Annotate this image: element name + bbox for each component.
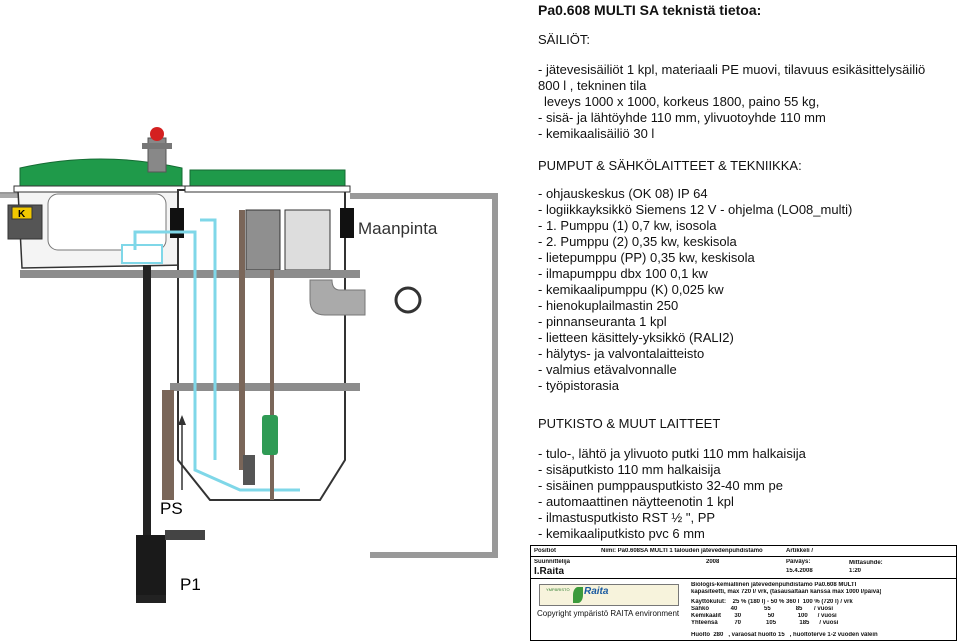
spec-line: - automaattinen näytteenotin 1 kpl [538, 494, 734, 509]
spec-line: 800 l , tekninen tila [538, 78, 647, 93]
ps-arrow-head [178, 415, 186, 425]
pipe-brown-2 [270, 270, 274, 500]
mittasuhde-value: 1:20 [849, 568, 862, 574]
ground-label: Maanpinta [358, 219, 438, 238]
title-row-2: Suunnittelija I.Raita 2008 Päiväys: 15.4… [531, 556, 956, 579]
spec-line: - logiikkayksikkö Siemens 12 V - ohjelma… [538, 202, 853, 217]
left-lid-rim [13, 185, 187, 193]
drawing-title-block: Positiot Nimi: Pa0.608SA MULTI 1 taloude… [530, 545, 957, 641]
spec-line: - ilmapumppu dbx 100 0,1 kw [538, 266, 708, 281]
air-piping [133, 218, 300, 492]
artikkeli-label: Artikkeli / [786, 548, 814, 554]
spec-line: - kemikaalisäiliö 30 l [538, 126, 655, 141]
costs-chemicals: Kemikaalit 30 50 100 / vuosi [691, 613, 837, 619]
title-row-1: Positiot Nimi: Pa0.608SA MULTI 1 taloude… [531, 546, 956, 557]
vent-cap [142, 143, 172, 149]
pump-2 [262, 415, 278, 455]
p1-label: P1 [180, 575, 201, 594]
section-heading-piping: PUTKISTO & MUUT LAITTEET [538, 416, 721, 431]
mittasuhde-label: Mittasuhde: [849, 560, 883, 566]
outlet-pipe [394, 286, 422, 314]
spec-line: - sisäinen pumppausputkisto 32-40 mm pe [538, 478, 783, 493]
spec-line: - jätevesisäiliöt 1 kpl, materiaali PE m… [538, 62, 926, 77]
copyright-text: Copyright ympäristö RAITA environment [537, 609, 680, 618]
spec-line: - sisäputkisto 110 mm halkaisija [538, 462, 721, 477]
spec-line: - ohjauskeskus (OK 08) IP 64 [538, 186, 708, 201]
sludge-pipe [143, 265, 151, 565]
equipment-box [284, 209, 331, 271]
section-heading-tanks: SÄILIÖT: [538, 32, 591, 47]
beam-2 [170, 383, 360, 391]
spec-line: - lietteen käsittely-yksikkö (RALI2) [538, 330, 734, 345]
costs-total: Yhteensä 70 105 185 / vuosi [691, 620, 839, 626]
left-tank-inner [47, 193, 167, 251]
spec-line: - 1. Pumppu (1) 0,7 kw, isosola [538, 218, 717, 233]
spec-line: - 2. Pumppu (2) 0,35 kw, keskisola [538, 234, 737, 249]
spec-line: - tulo-, lähtö ja ylivuoto putki 110 mm … [538, 446, 806, 461]
spec-line: leveys 1000 x 1000, korkeus 1800, paino … [544, 94, 820, 109]
paivays-value: 15.4.2008 [786, 568, 813, 574]
logo-text: Raita [584, 586, 609, 597]
service-line: Huolto 280 , varaosat huolto 15 , huolto… [691, 632, 878, 638]
spec-line: - pinnanseuranta 1 kpl [538, 314, 667, 329]
level-sensor [162, 390, 174, 500]
spec-text-block: Pa0.608 MULTI SA teknistä tietoa: SÄILIÖ… [538, 0, 958, 542]
spec-line: - valmius etävalvonnalle [538, 362, 677, 377]
suunnittelija-label: Suunnittelija [534, 559, 570, 565]
spec-line: - sisä- ja lähtöyhde 110 mm, ylivuotoyhd… [538, 110, 826, 125]
system-cross-section-diagram: K Maanpinta PS P1 [0, 127, 498, 603]
desc-line-2: kapasiteetti, max 720 l/ vrk, (tasausalt… [691, 589, 882, 595]
spec-line: - ilmastusputkisto RST ½ ", PP [538, 510, 716, 525]
section-heading-pumps: PUMPUT & SÄHKÖLAITTEET & TEKNIIKKA: [538, 158, 802, 173]
suunnittelija-value: I.Raita [534, 567, 565, 577]
hatch-right [340, 208, 354, 238]
pump-p1-bracket [165, 530, 205, 540]
k-badge [11, 206, 33, 220]
spec-line: - työpistorasia [538, 378, 619, 393]
spec-line: - hienokuplailmastin 250 [538, 298, 679, 313]
air-pump [121, 244, 163, 264]
k-label: K [18, 209, 26, 220]
pipe-brown-1 [239, 210, 245, 470]
leaf-icon [573, 587, 583, 603]
ps-label: PS [160, 499, 183, 518]
spec-line: - kemikaaliputkisto pvc 6 mm [538, 526, 705, 541]
right-lid [189, 169, 346, 189]
positiot-label: Positiot [534, 548, 556, 554]
logo-small-text: YMPÄRISTÖ [546, 587, 570, 592]
spec-line: - hälytys- ja valvontalaitteisto [538, 346, 705, 361]
desc-line-1: Biologis-kemiallinen jätevedenpuhdistamo… [691, 582, 857, 588]
paivays-label: Päiväys: [786, 559, 811, 565]
control-box [245, 209, 281, 271]
pump-p1-base [136, 595, 166, 603]
year-value: 2008 [706, 559, 720, 565]
right-lid-rim [184, 185, 351, 193]
pump-p1 [136, 535, 166, 595]
page-title: Pa0.608 MULTI SA teknistä tietoa: [538, 2, 762, 18]
spec-line: - lietepumppu (PP) 0,35 kw, keskisola [538, 250, 755, 265]
spec-line: - kemikaalipumppu (K) 0,025 kw [538, 282, 724, 297]
costs-electricity: Sähkö 40 55 85 / vuosi [691, 606, 834, 612]
outlet-elbow [309, 279, 366, 316]
costs-header: Käyttökulut: 25 % (180 l) - 50 % 360 l 1… [691, 599, 853, 605]
alarm-light [150, 127, 164, 141]
left-lid [19, 158, 183, 189]
beam-1 [20, 270, 360, 278]
raita-logo: YMPÄRISTÖ Raita [539, 584, 679, 606]
nimi-label: Nimi: Pa0.608SA MULTI 1 talouden jäteved… [601, 548, 763, 554]
pump-pp [243, 455, 255, 485]
